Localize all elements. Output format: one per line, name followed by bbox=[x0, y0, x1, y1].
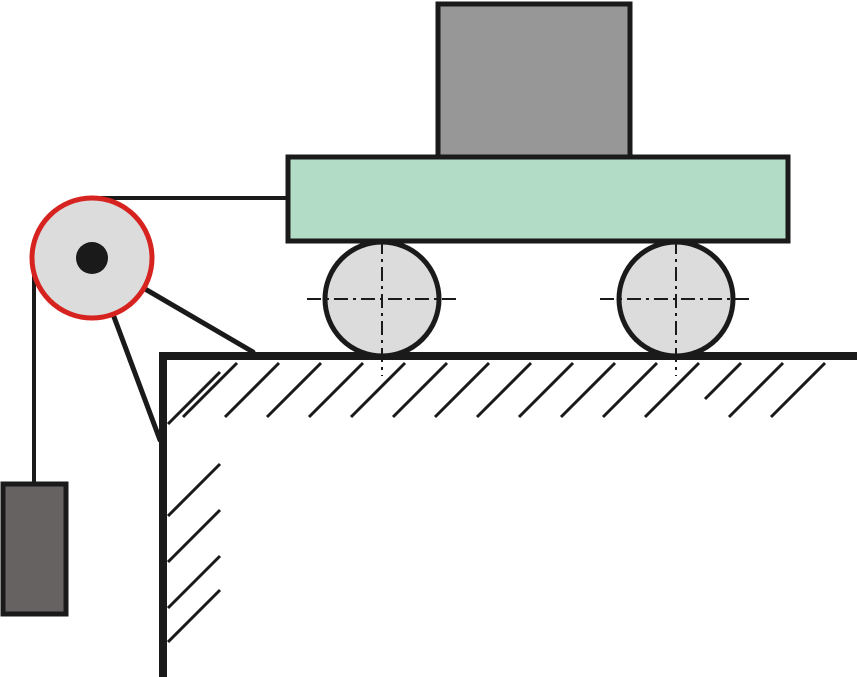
pulley bbox=[29, 195, 155, 321]
pulley-axle bbox=[76, 242, 108, 274]
wheel-left bbox=[307, 239, 460, 376]
table-wall-hatching bbox=[166, 370, 222, 644]
top-block bbox=[435, 1, 633, 160]
strings bbox=[32, 196, 290, 485]
table bbox=[159, 352, 857, 677]
cart-body bbox=[285, 154, 791, 244]
table-top-hatching bbox=[181, 361, 827, 419]
hanging-mass bbox=[0, 481, 69, 617]
